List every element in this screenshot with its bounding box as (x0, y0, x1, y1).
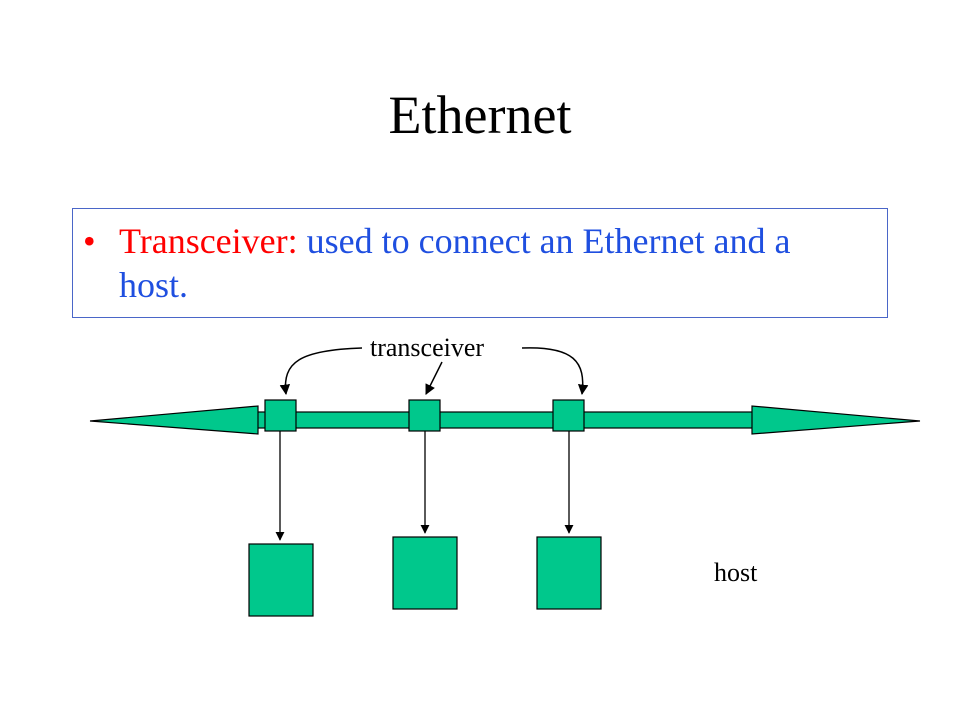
cable-left-arrowhead (89, 405, 259, 435)
callout-arrow (425, 361, 443, 395)
bullet-text: Transceiver: used to connect an Ethernet… (119, 219, 839, 307)
cable-body (251, 411, 759, 429)
bullet-marker: • (83, 221, 96, 261)
callout-arrow (521, 347, 589, 396)
slide-title: Ethernet (388, 85, 572, 145)
bullet-description: used to connect an Ethernet and a host. (119, 221, 791, 305)
transceiver-node (264, 399, 297, 432)
host-box (392, 536, 458, 610)
ethernet-cable (89, 405, 921, 435)
host-box (248, 543, 314, 617)
bullet-box: • Transceiver: used to connect an Ethern… (72, 208, 888, 318)
host-box (536, 536, 602, 610)
cable-right-arrowhead (751, 405, 921, 435)
transceiver-node (552, 399, 585, 432)
callout-arrow (279, 347, 363, 396)
host-label: host (714, 558, 758, 587)
transceiver-node (408, 399, 441, 432)
transceiver-label: transceiver (370, 333, 485, 362)
bullet-term: Transceiver: (119, 221, 298, 261)
